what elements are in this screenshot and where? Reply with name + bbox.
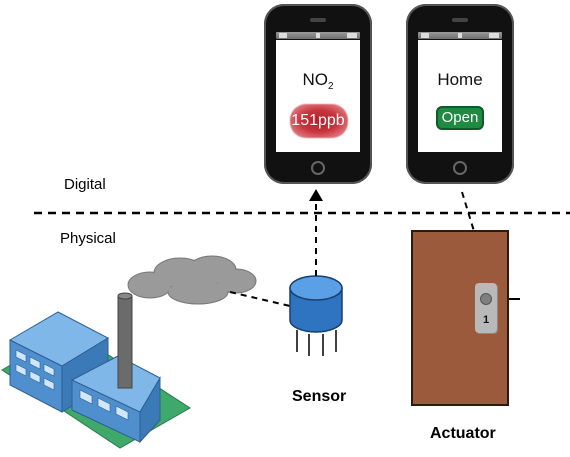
- physical-layer-label: Physical: [60, 230, 116, 247]
- door-actuator: 1: [411, 230, 509, 406]
- lock-icon: [316, 33, 320, 38]
- actuator-app-screen: Home Open: [418, 40, 502, 152]
- phone-speaker: [452, 18, 468, 22]
- sensor-device: [289, 275, 343, 356]
- factory-windows: [15, 349, 129, 421]
- no2-title: NO2: [302, 70, 334, 92]
- lock-number: 1: [482, 314, 490, 326]
- open-door-button[interactable]: Open: [436, 106, 484, 130]
- signal-icon: [279, 33, 287, 38]
- phone-speaker: [310, 18, 326, 22]
- home-title: Home: [437, 70, 483, 89]
- reading-alert-blob: [290, 104, 348, 138]
- phone-status-bar: [276, 32, 360, 39]
- battery-icon: [489, 33, 499, 38]
- sensor-label: Sensor: [292, 388, 347, 405]
- smoke-to-sensor-link: [229, 291, 291, 307]
- signal-icon: [421, 33, 429, 38]
- digital-layer-label: Digital: [64, 176, 106, 193]
- sensor-to-phone-arrowhead: [309, 189, 323, 201]
- actuator-app-phone: Home Open: [406, 4, 514, 184]
- battery-icon: [347, 33, 357, 38]
- no2-reading: 151ppb: [291, 112, 345, 129]
- smart-lock: 1: [475, 283, 497, 333]
- factory-chimney: [117, 295, 133, 389]
- sensor-app-phone: NO2 151ppb: [264, 4, 372, 184]
- factory-building-right-side: [139, 376, 161, 444]
- lock-knob-icon: [480, 293, 492, 305]
- phone-home-button[interactable]: [311, 161, 325, 175]
- sensor-app-screen: NO2 151ppb: [276, 40, 360, 152]
- actuator-label: Actuator: [430, 425, 496, 442]
- phone-home-button[interactable]: [453, 161, 467, 175]
- lock-icon: [458, 33, 462, 38]
- factory-illustration: [1, 292, 191, 449]
- phone-status-bar: [418, 32, 502, 39]
- chimney-top: [117, 292, 133, 300]
